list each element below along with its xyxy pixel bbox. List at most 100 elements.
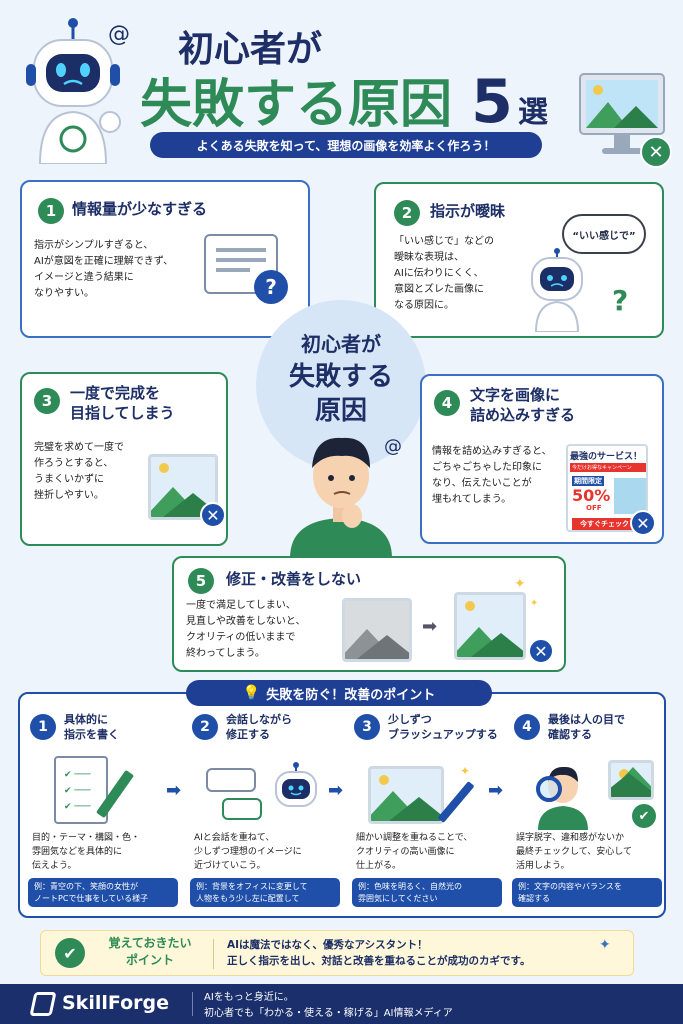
ad-discount: 50% [572, 486, 611, 505]
arrow-right-icon: ➡ [166, 780, 182, 801]
sparkle-icon: ✦ [514, 576, 526, 592]
solution-step-2: 2 会話しながら 修正する AIと会話を重ねて、 少しずつ理想のイメージに 近づ… [186, 706, 344, 916]
cause-title-5: 修正・改善をしない [226, 570, 362, 588]
chat-bubble-icon [206, 768, 256, 792]
ad-off: OFF [586, 504, 602, 512]
step-number-4: 4 [514, 714, 540, 740]
page-title-main: 失敗する原因 [140, 75, 453, 135]
close-icon: ✕ [200, 502, 226, 528]
subtitle-banner: よくある失敗を知って、理想の画像を効率よく作ろう！ [150, 132, 542, 158]
center-text-1: 初心者が [301, 332, 381, 356]
cause-number-4: 4 [434, 390, 460, 416]
ad-cta: 今すぐチェック！ [572, 518, 644, 530]
step-example-1: 例：青空の下、笑顔の女性が ノートPCで仕事をしている様子 [28, 878, 178, 908]
confused-scribble-icon: @ [384, 436, 402, 457]
step-number-3: 3 [354, 714, 380, 740]
robot-icon [531, 248, 583, 332]
cause-number-3: 3 [34, 388, 60, 414]
step-example-4: 例：文字の内容やバランスを 確認する [512, 878, 662, 908]
cause-title-3: 一度で完成を 目指してしまう [70, 384, 175, 422]
step-example-3: 例：色味を明るく、自然光の 雰囲気にしてください [352, 878, 502, 908]
close-icon: ✕ [528, 638, 554, 664]
cause-number-5: 5 [188, 568, 214, 594]
ad-headline: 最強のサービス！ [570, 452, 643, 462]
cause-text-2: 「いい感じで」などの 曖昧な表現は、 AIに伝わりにくく、 意図とズレた画像に … [394, 236, 494, 311]
center-text-3: 原因 [314, 396, 367, 426]
cause-text-5: 一度で満足してしまい、 見直しや改善をしないと、 クオリティの低いままで 終わっ… [186, 600, 306, 659]
cause-card-3: 3 一度で完成を 目指してしまう 完璧を求めて一度で 作ろうとすると、 うまくい… [20, 372, 228, 546]
page-title-line1: 初心者が [178, 29, 323, 70]
cause-card-5: 5 修正・改善をしない 一度で満足してしまい、 見直しや改善をしないと、 クオリ… [172, 556, 566, 672]
memo-box: ✔ 覚えておきたい ポイント AIは魔法ではなく、優秀なアシスタント！ 正しく指… [40, 930, 634, 976]
image-frame [608, 760, 654, 800]
step-number-1: 1 [30, 714, 56, 740]
footer-tagline-2: 初心者でも「わかる・使える・稼げる」AI情報メディア [204, 1008, 453, 1019]
footer-tagline-1: AIをもっと身近に。 [204, 992, 294, 1003]
monitor-illustration [578, 70, 670, 170]
ad-image: 最強のサービス！ 今だけお得なキャンペーン 期間限定 50% OFF 今すぐチェ… [566, 444, 648, 532]
memo-text: AIは魔法ではなく、優秀なアシスタント！ 正しく指示を出し、対話と改善を重ねるこ… [227, 939, 531, 968]
monitor-close-icon: ✕ [640, 136, 672, 168]
close-icon: ✕ [630, 510, 656, 536]
header-robot [18, 14, 128, 165]
footer-divider [192, 992, 193, 1016]
gray-image [342, 598, 412, 662]
checkmark-icon: ✔ [632, 804, 656, 828]
solution-step-4: 4 最後は人の目で 確認する ✔ 誤字脱字、違和感がないか 最終チェックして、安… [508, 706, 666, 916]
question-icon: ? [612, 284, 629, 317]
center-text-2: 失敗する [288, 362, 393, 392]
solutions-header: 💡 失敗を防ぐ！改善のポイント [186, 680, 492, 706]
step-text-1: 目的・テーマ・構図・色・ 雰囲気などを具体的に 伝えよう。 [32, 833, 141, 871]
solution-step-1: 1 具体的に 指示を書く ✔ ─── ✔ ─── ✔ ─── 目的・テーマ・構図… [24, 706, 182, 916]
footer: SkillForge AIをもっと身近に。 初心者でも「わかる・使える・稼げる」… [0, 984, 683, 1024]
step-text-2: AIと会話を重ねて、 少しずつ理想のイメージに 近づけていこう。 [194, 833, 302, 871]
cause-text-4: 情報を詰め込みすぎると、 ごちゃごちゃした印象に なり、伝えたいことが 埋もれて… [432, 446, 552, 505]
thought-bubble: “いい感じで” [562, 214, 646, 254]
arrow-right-icon: ➡ [488, 780, 504, 801]
step-title-3: 少しずつ ブラッシュアップする [388, 713, 498, 742]
cause-card-4: 4 文字を画像に 詰め込みすぎる 情報を詰め込みすぎると、 ごちゃごちゃした印象… [420, 374, 664, 544]
magnifier-icon [536, 776, 562, 802]
step-text-4: 誤字脱字、違和感がないか 最終チェックして、安心して 活用しよう。 [516, 833, 633, 871]
cause-title-1: 情報量が少なすぎる [72, 200, 208, 218]
cause-text-3: 完璧を求めて一度で 作ろうとすると、 うまくいかずに 挫折しやすい。 [34, 442, 124, 501]
ad-banner: 今だけお得なキャンペーン [570, 463, 646, 472]
thinking-person-illustration [290, 437, 392, 558]
cause-number-2: 2 [394, 200, 420, 226]
brand-name: SkillForge [62, 992, 169, 1014]
solutions-header-text: 失敗を防ぐ！改善のポイント [266, 687, 436, 703]
question-icon: ? [254, 270, 288, 304]
cause-number-1: 1 [38, 198, 64, 224]
checkmark-icon: ✔ [55, 938, 85, 968]
monitor-icon [579, 73, 665, 154]
step-title-1: 具体的に 指示を書く [64, 713, 119, 742]
confused-scribble-icon: @ [108, 22, 130, 47]
solution-step-3: 3 少しずつ ブラッシュアップする ✦ 細かい調整を重ねることで、 クオリティの… [348, 706, 506, 916]
lightbulb-icon: 💡 [242, 685, 261, 701]
memo-label: 覚えておきたい ポイント [108, 936, 192, 967]
step-text-3: 細かい調整を重ねることで、 クオリティの高い画像に 仕上がる。 [356, 833, 473, 871]
sparkle-icon: ✦ [530, 598, 539, 609]
sparkle-icon: ✦ [460, 764, 471, 778]
chat-bubble-icon [222, 798, 262, 820]
step-title-2: 会話しながら 修正する [226, 713, 292, 742]
cause-text-1: 指示がシンプルすぎると、 AIが意図を正確に理解できず、 イメージと違う結果に … [34, 240, 174, 299]
brand-logo-icon [29, 992, 57, 1016]
robot-icon [26, 18, 121, 165]
cause-title-4: 文字を画像に 詰め込みすぎる [470, 386, 576, 424]
image-frame [368, 766, 444, 824]
page-title-number: 5 [471, 67, 513, 137]
step-number-2: 2 [192, 714, 218, 740]
sparkle-icon: ✦ [599, 937, 611, 953]
arrow-right-icon: ➡ [328, 780, 344, 801]
image-frame [454, 592, 526, 660]
cause-card-1: 1 情報量が少なすぎる 指示がシンプルすぎると、 AIが意図を正確に理解できず、… [20, 180, 310, 338]
memo-divider [213, 939, 214, 969]
cause-title-2: 指示が曖昧 [430, 202, 506, 220]
step-title-4: 最後は人の目で 確認する [548, 713, 625, 742]
subtitle-text: よくある失敗を知って、理想の画像を効率よく作ろう！ [196, 138, 496, 153]
arrow-right-icon: ➡ [422, 616, 438, 637]
ad-limited: 期間限定 [572, 476, 604, 486]
robot-icon [275, 762, 317, 807]
step-example-2: 例：背景をオフィスに変更して 人物をもう少し左に配置して [190, 878, 340, 908]
